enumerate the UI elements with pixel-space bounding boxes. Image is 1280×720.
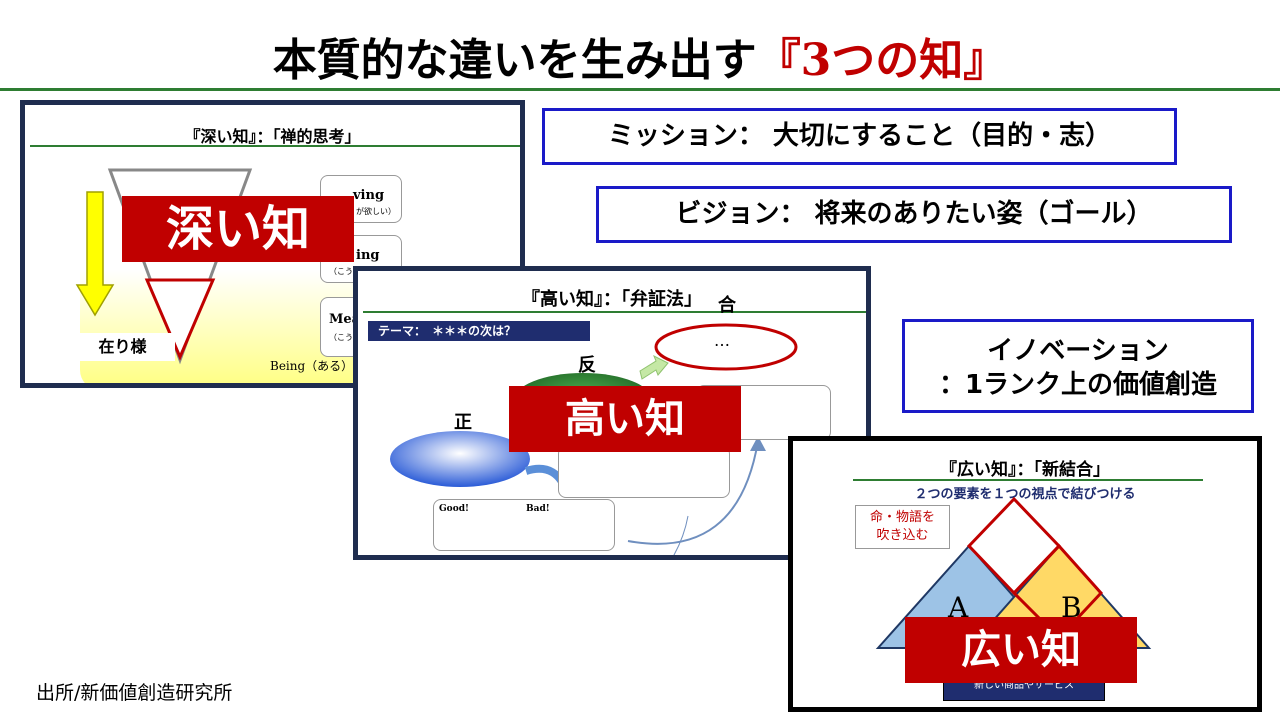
slide-title-line: [853, 479, 1203, 481]
deep-knowledge-label: 深い知: [122, 196, 354, 262]
innovation-line-1: イノベーション: [987, 336, 1169, 366]
title-highlight: 『3つの知』: [756, 35, 1008, 86]
slide-title: 『深い知』：「禅的思考」: [184, 127, 361, 146]
slide-title: 『広い知』：「新結合」: [940, 460, 1110, 480]
page-title: 本質的な違いを生み出す『3つの知』: [0, 24, 1280, 88]
synthesis-label: 合: [718, 295, 736, 316]
title-divider: [0, 88, 1280, 91]
element-b-label: B: [1061, 591, 1082, 624]
vision-box: ビジョン： 将来のありたい姿（ゴール）: [596, 186, 1232, 243]
good-bad-box: Good! Bad!: [433, 499, 615, 551]
box-center: [558, 446, 730, 498]
source-note: 出所/新価値創造研究所: [36, 682, 233, 704]
bad-label: Bad!: [526, 504, 550, 514]
being-label: Being（ある）: [270, 359, 354, 373]
slide-title: 『高い知』：「弁証法」: [522, 289, 702, 310]
state-label: 在り様: [70, 333, 175, 361]
innovation-box: イノベーション ：1ランク上の価値創造: [902, 319, 1254, 413]
down-arrow-icon: [75, 191, 115, 317]
slide-title-line: [30, 145, 520, 147]
high-knowledge-label: 高い知: [509, 386, 741, 452]
antithesis-label: 反: [578, 355, 596, 376]
title-main: 本質的な違いを生み出す: [272, 35, 757, 86]
element-a-label: A: [948, 591, 969, 624]
theme-banner: テーマ： ＊＊＊の次は？: [368, 321, 590, 341]
mission-box: ミッション： 大切にすること（目的・志）: [542, 108, 1177, 165]
synthesis-value: …: [714, 331, 730, 350]
callout-box: 命・物語を 吹き込む: [855, 505, 950, 549]
innovation-line-2: ：1ランク上の価値創造: [938, 370, 1218, 400]
slide-subtitle: ２つの要素を１つの視点で結びつける: [914, 487, 1136, 502]
good-label: Good!: [439, 504, 469, 514]
slide-title-line: [363, 311, 866, 313]
thesis-label: 正: [454, 412, 472, 433]
wide-knowledge-label: 広い知: [905, 617, 1137, 683]
